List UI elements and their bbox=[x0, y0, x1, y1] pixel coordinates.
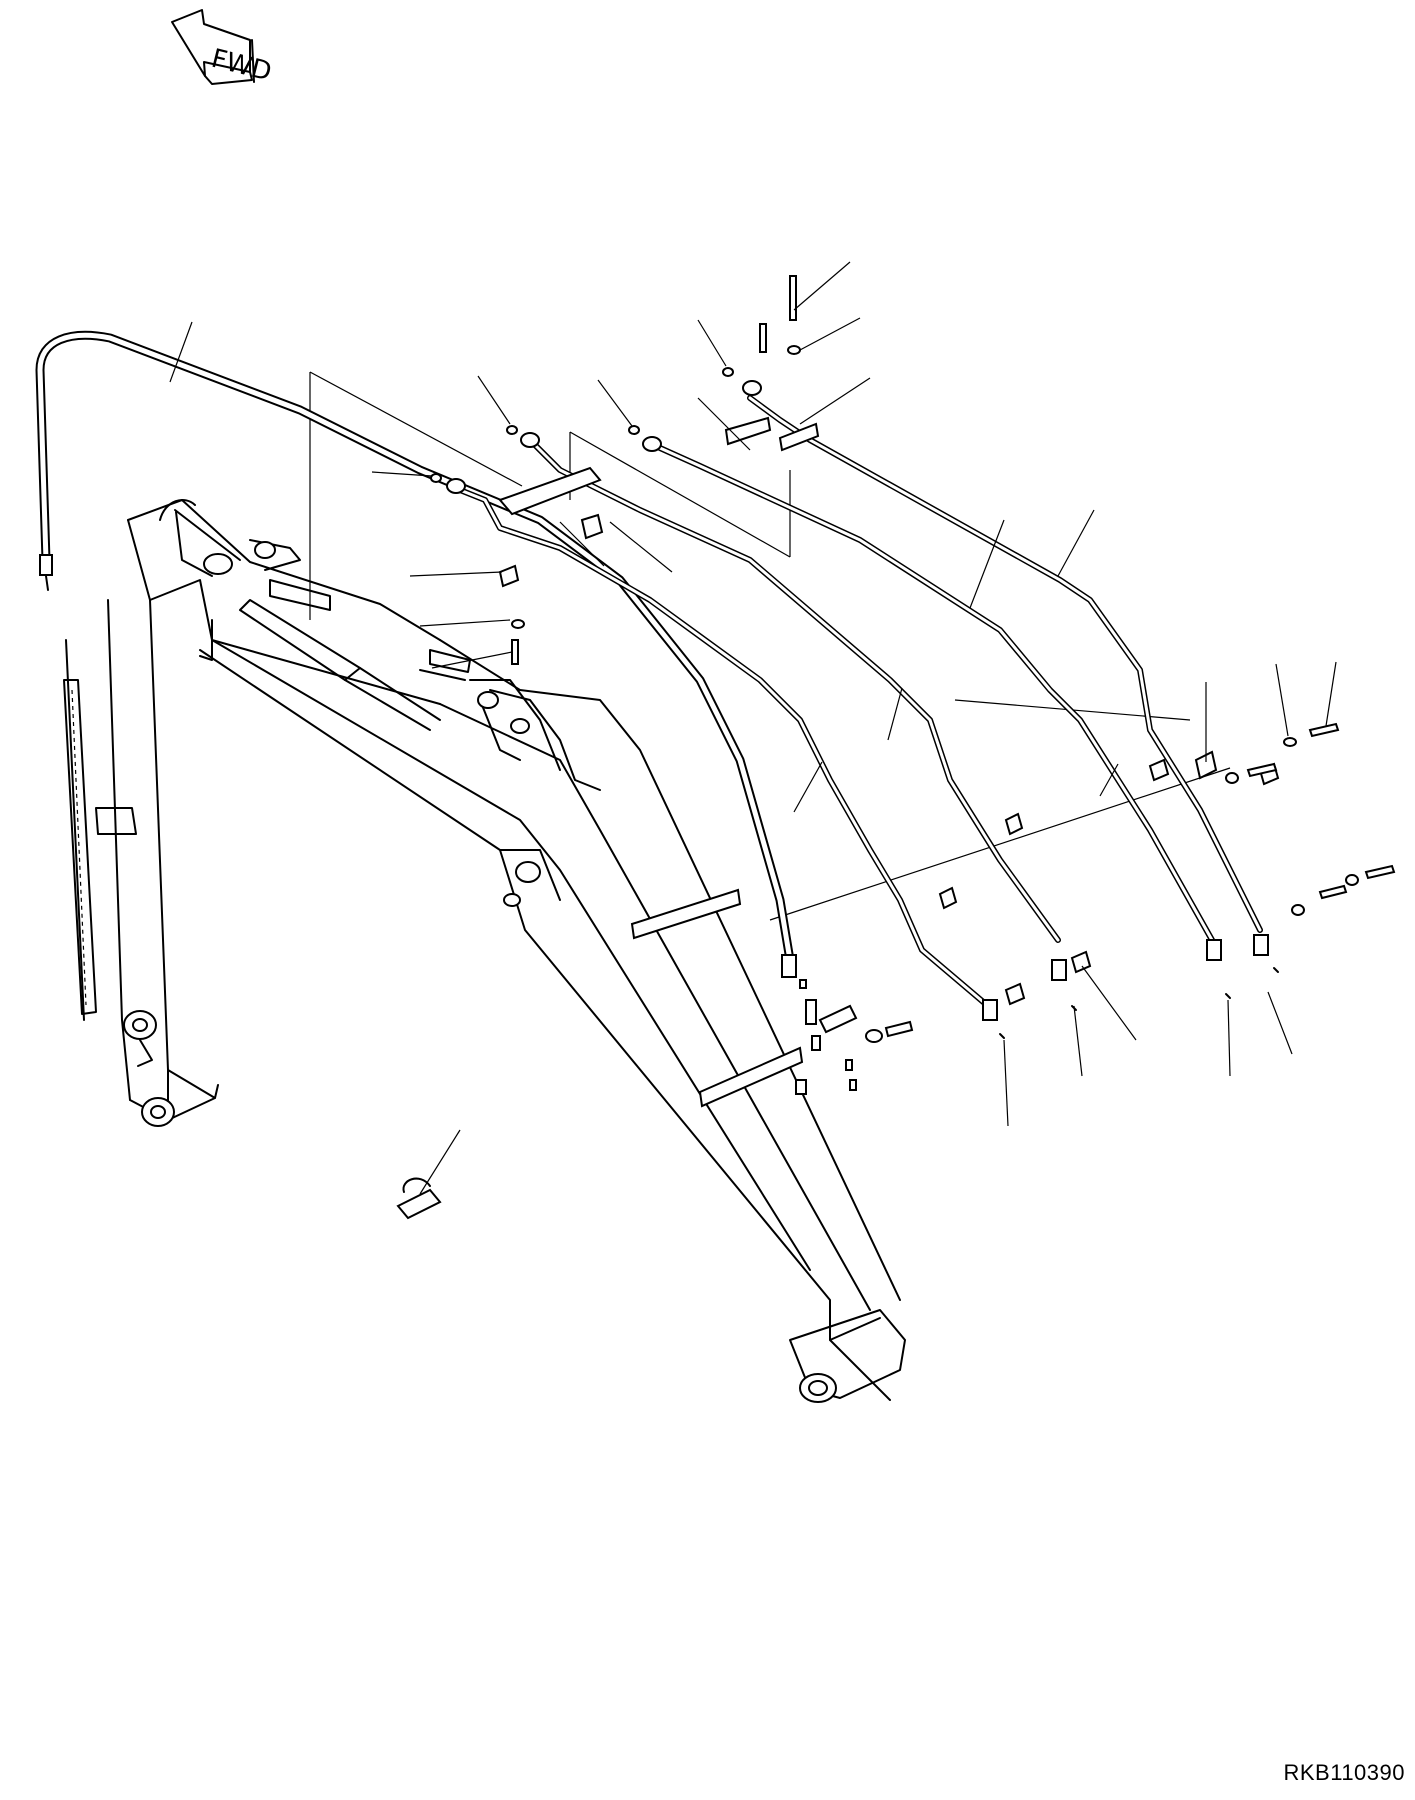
fwd-label: FWD bbox=[208, 44, 274, 88]
leader-lines bbox=[169, 261, 1337, 1195]
drawing-code: RKB110390 bbox=[1283, 1760, 1405, 1785]
boom bbox=[63, 499, 906, 1403]
fwd-arrow-icon: FWD bbox=[171, 9, 274, 88]
hose-left bbox=[35, 330, 797, 978]
hardware bbox=[430, 275, 1396, 1095]
